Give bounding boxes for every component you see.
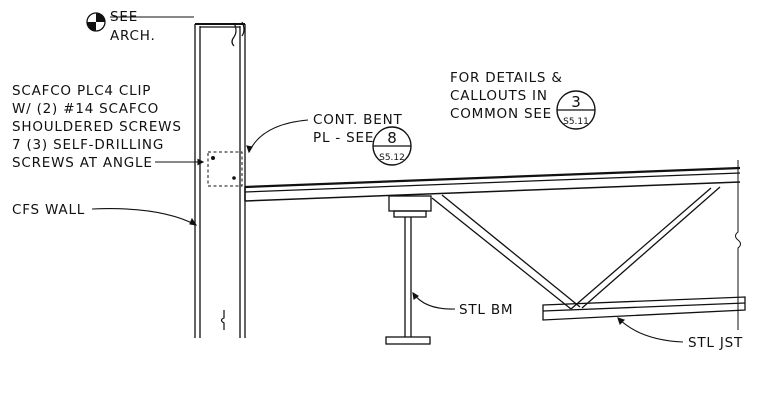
details-note-line: CALLOUTS IN [450,88,548,104]
sheet-number: S5.11 [563,117,589,127]
see-arch-label: ARCH. [110,28,156,44]
clip-note-line: SHOULDERED SCREWS [12,119,182,135]
cont-bent-plate [244,166,741,202]
plc4-clip [207,151,243,187]
detail-callout-bubble: 8 S5.12 [372,126,412,166]
clip-note-line: 7 (3) SELF-DRILLING [12,137,164,153]
steel-joist [431,186,746,321]
steel-beam [385,195,432,345]
cfs-wall [194,23,246,338]
screw-marker [211,156,215,160]
clip-note-leader [155,158,205,166]
detail-number: 3 [571,93,581,111]
clip-note: SCAFCO PLC4 CLIP W/ (2) #14 SCAFCO SHOUL… [12,83,182,171]
cfs-wall-leader [91,208,198,226]
bent-plate-label: PL - SEE [313,130,374,146]
details-note: FOR DETAILS & CALLOUTS IN COMMON SEE [450,70,563,122]
bent-plate-label: CONT. BENT [313,112,403,128]
details-note-line: COMMON SEE [450,106,552,122]
sheet-number: S5.12 [379,153,405,163]
steel-joist-label: STL JST [688,335,743,351]
bent-plate-leader [246,119,309,154]
steel-beam-leader [412,291,456,310]
see-arch-label: SEE [110,9,138,25]
detail-number: 8 [387,129,397,147]
details-note-line: FOR DETAILS & [450,70,563,86]
steel-beam-label: STL BM [459,302,513,318]
cfs-wall-label: CFS WALL [12,202,85,218]
clip-note-line: W/ (2) #14 SCAFCO [12,101,159,117]
screw-marker [232,176,236,180]
clip-note-line: SCREWS AT ANGLE [12,155,153,171]
wall-break-mark-bottom [220,310,225,330]
joist-break-line [735,160,741,330]
steel-joist-leader [617,317,684,343]
wall-break-mark-top [231,21,245,47]
detail-callout-bubble: 3 S5.11 [556,90,596,130]
clip-note-line: SCAFCO PLC4 CLIP [12,83,151,99]
see-arch-marker [86,12,106,32]
